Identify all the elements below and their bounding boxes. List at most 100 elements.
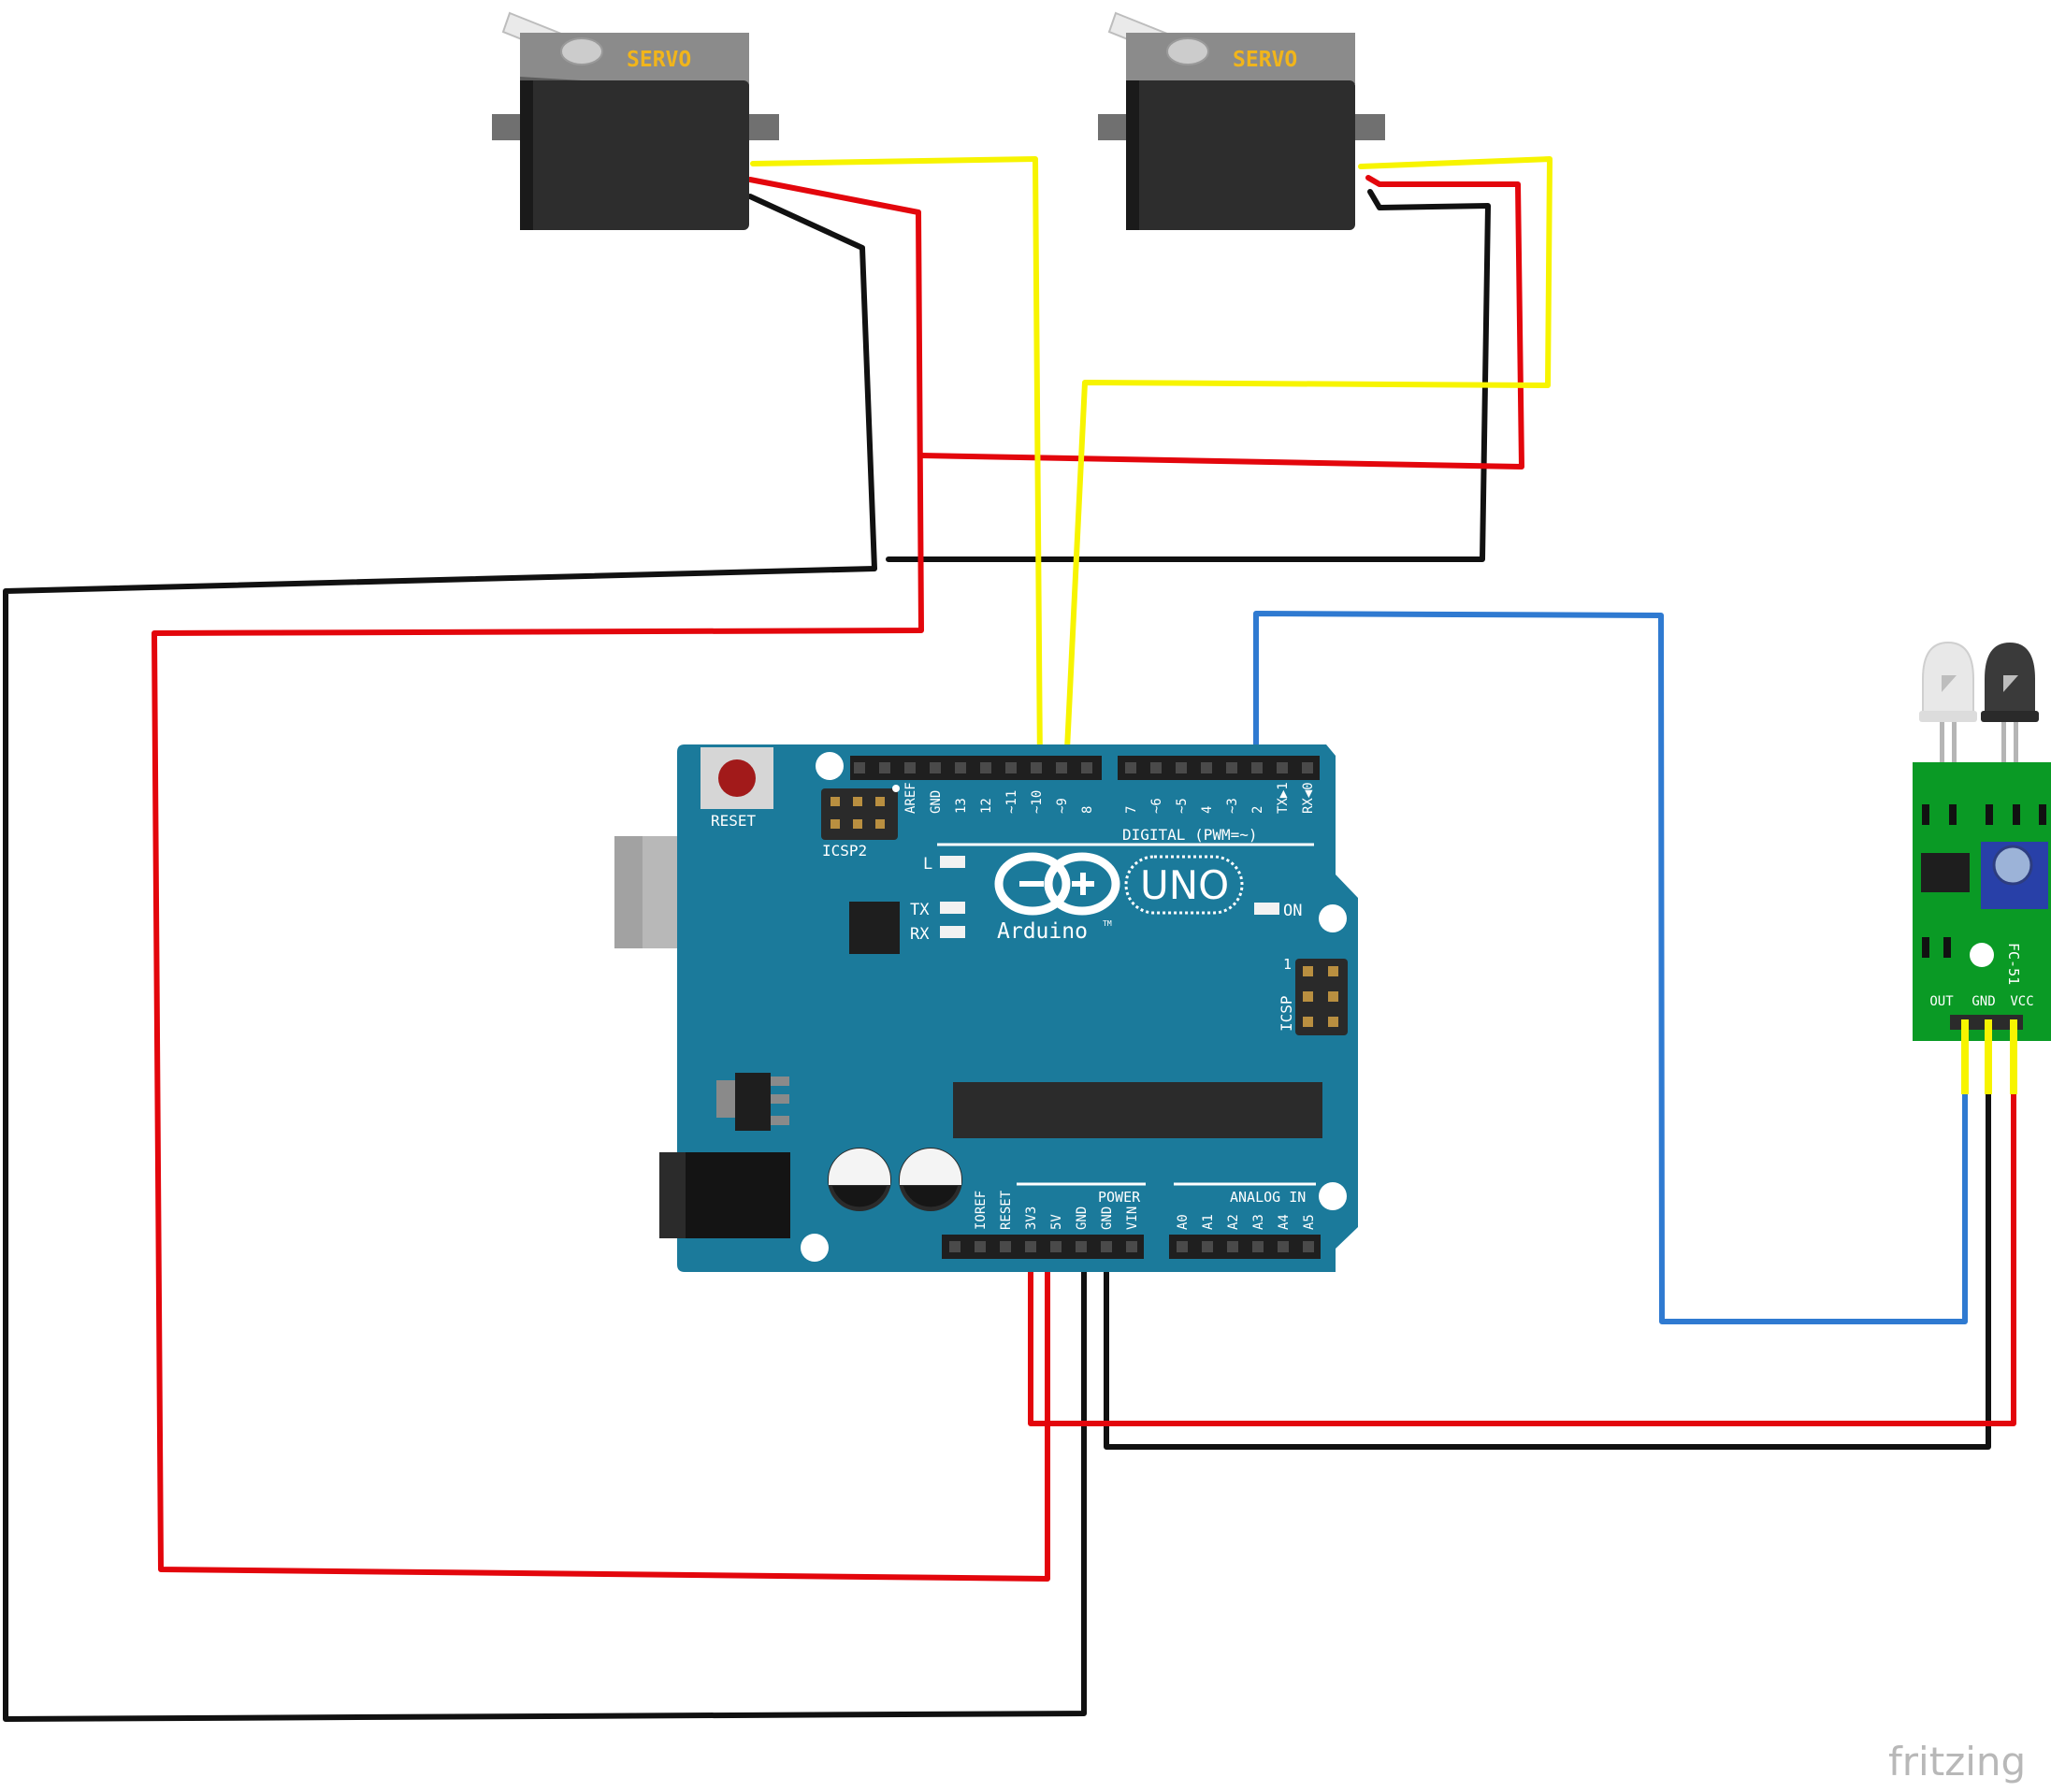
uno-label: UNO: [1140, 862, 1229, 908]
sensor-smd-parts: [1922, 804, 2046, 958]
led-rx: [940, 926, 965, 938]
analog-pin-hole[interactable]: [1227, 1241, 1238, 1252]
analog-pin-label: A1: [1201, 1214, 1216, 1230]
digital-pin-label: GND: [929, 790, 944, 814]
power-pin-hole[interactable]: [975, 1241, 986, 1252]
power-pin-hole[interactable]: [1025, 1241, 1036, 1252]
led-tx-label: TX: [910, 901, 930, 919]
power-pin-hole[interactable]: [1101, 1241, 1112, 1252]
sensor-pin-gnd[interactable]: [1985, 1019, 1992, 1094]
digital-pin-hole[interactable]: [1277, 762, 1288, 773]
analog-label: ANALOG IN: [1230, 1189, 1306, 1206]
digital-pin-holes: [854, 762, 1313, 773]
sensor-pin-label-gnd: GND: [1972, 994, 1995, 1009]
digital-pin-label: 2: [1250, 806, 1265, 814]
analog-pin-hole[interactable]: [1177, 1241, 1188, 1252]
digital-pin-label: AREF: [903, 782, 918, 814]
power-pin-label: GND: [1075, 1207, 1090, 1230]
arduino-logo: [994, 852, 1120, 916]
digital-pin-hole[interactable]: [1081, 762, 1092, 773]
digital-pin-hole[interactable]: [955, 762, 966, 773]
digital-pin-hole[interactable]: [904, 762, 916, 773]
analog-header: [1169, 1235, 1321, 1259]
wire-black-left-servo: [3, 194, 1087, 1722]
wire-yellow-right-servo: [1063, 156, 1553, 772]
wire-red-sensor-vcc: [1028, 1091, 2016, 1426]
digital-header-right: [1118, 756, 1320, 780]
analog-pin-hole[interactable]: [1303, 1241, 1314, 1252]
usb-port-face: [614, 836, 643, 948]
digital-pin-label: ~5: [1175, 798, 1190, 814]
digital-pin-hole[interactable]: [879, 762, 890, 773]
digital-pin-label: TX▶1: [1276, 782, 1291, 814]
sensor-mount-hole: [1970, 943, 1994, 967]
digital-pin-hole[interactable]: [1031, 762, 1042, 773]
digital-pin-hole[interactable]: [1005, 762, 1017, 773]
servo-body: [520, 80, 749, 230]
power-pin-hole[interactable]: [1076, 1241, 1087, 1252]
servo-label: SERVO: [627, 48, 691, 72]
analog-pin-label: A0: [1176, 1214, 1191, 1230]
reset-label: RESET: [711, 812, 757, 830]
digital-pin-hole[interactable]: [1176, 762, 1187, 773]
digital-pin-hole[interactable]: [1201, 762, 1212, 773]
sensor-pin-label-vcc: VCC: [2010, 994, 2033, 1009]
digital-pin-hole[interactable]: [1125, 762, 1136, 773]
icsp2-label: ICSP2: [822, 842, 867, 860]
led-l: [940, 856, 965, 868]
digital-pin-hole[interactable]: [1150, 762, 1162, 773]
servo-left[interactable]: SERVO: [492, 11, 779, 230]
digital-pin-hole[interactable]: [854, 762, 865, 773]
ir-emitter-led: [1919, 641, 1977, 722]
led-tx: [940, 902, 965, 914]
sensor-pin-out[interactable]: [1961, 1019, 1969, 1094]
analog-pin-hole[interactable]: [1278, 1241, 1289, 1252]
ir-sensor-module[interactable]: FC-51 OUT GND VCC: [1913, 641, 2051, 1094]
arduino-trademark: TM: [1103, 919, 1112, 928]
comparator-chip: [1921, 853, 1970, 892]
power-pin-hole[interactable]: [1000, 1241, 1011, 1252]
digital-pin-hole[interactable]: [980, 762, 991, 773]
digital-pin-hole[interactable]: [1056, 762, 1067, 773]
digital-pin-hole[interactable]: [1302, 762, 1313, 773]
digital-pin-hole[interactable]: [1226, 762, 1237, 773]
analog-pin-label: A3: [1251, 1214, 1266, 1230]
mounting-hole: [1319, 904, 1347, 932]
digital-pin-label: 13: [954, 798, 969, 814]
atmega-chip: [953, 1082, 1322, 1138]
mounting-hole: [816, 752, 844, 780]
led-l-label: L: [923, 855, 932, 874]
usb-chip: [849, 902, 900, 954]
power-pin-hole[interactable]: [1050, 1241, 1062, 1252]
digital-pin-label: 8: [1080, 806, 1095, 814]
power-pin-hole[interactable]: [1126, 1241, 1137, 1252]
analog-pin-label: A2: [1226, 1214, 1241, 1230]
mounting-hole: [1319, 1182, 1347, 1210]
servo-label: SERVO: [1233, 48, 1297, 72]
sensor-pin-vcc[interactable]: [2010, 1019, 2017, 1094]
led-rx-label: RX: [910, 925, 930, 944]
digital-label: DIGITAL (PWM=~): [1122, 826, 1258, 844]
fritzing-watermark: fritzing: [1888, 1739, 2026, 1785]
analog-pin-hole[interactable]: [1202, 1241, 1213, 1252]
wire-blue-sensor-out: [1253, 611, 1968, 1324]
digital-pin-hole[interactable]: [1251, 762, 1263, 773]
led-on: [1254, 903, 1279, 915]
icsp-header: [1295, 959, 1348, 1035]
power-pin-hole[interactable]: [949, 1241, 961, 1252]
icsp-label: ICSP: [1278, 995, 1295, 1032]
led-on-label: ON: [1283, 902, 1302, 920]
analog-pin-hole[interactable]: [1252, 1241, 1264, 1252]
power-pin-label: 5V: [1049, 1214, 1064, 1230]
arduino-brand: Arduino: [997, 919, 1088, 944]
power-pin-label: GND: [1100, 1207, 1115, 1230]
digital-pin-hole[interactable]: [930, 762, 941, 773]
servo-body-side: [1126, 80, 1139, 230]
digital-pin-label: 4: [1200, 806, 1215, 814]
servo-right[interactable]: SERVO: [1098, 11, 1385, 230]
reset-button[interactable]: [718, 759, 756, 797]
